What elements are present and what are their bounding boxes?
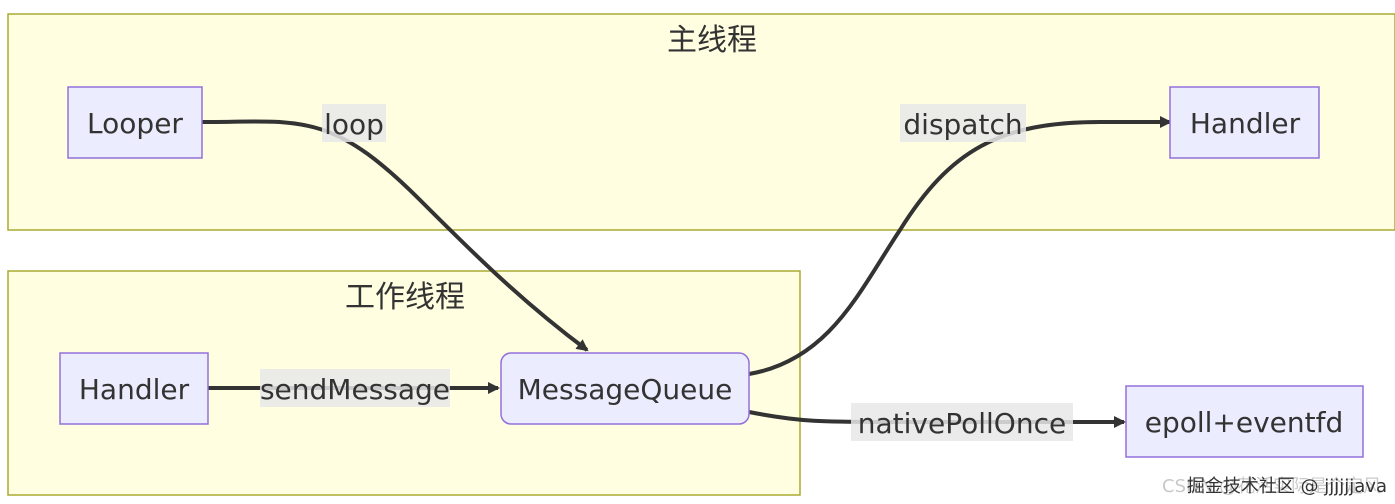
node-epoll-eventfd: epoll+eventfd bbox=[1125, 385, 1364, 458]
node-message-queue-label: MessageQueue bbox=[518, 373, 733, 406]
edge-label-dispatch: dispatch bbox=[900, 104, 1026, 142]
edge-label-loop: loop bbox=[322, 104, 386, 142]
edge-label-send-message: sendMessage bbox=[260, 369, 450, 407]
edge-label-loop-text: loop bbox=[324, 108, 384, 141]
edge-loop bbox=[201, 119, 589, 352]
node-handler-worker: Handler bbox=[59, 352, 209, 425]
group-worker-thread-title: 工作线程 bbox=[345, 280, 465, 315]
watermark: CSDN @花活实际是个定风 掘金技术社区 @ jjjjjjava bbox=[1162, 472, 1387, 498]
edge-label-native-poll-once: nativePollOnce bbox=[851, 403, 1073, 441]
watermark-juejin: 掘金技术社区 @ jjjjjjava bbox=[1186, 476, 1387, 497]
node-looper: Looper bbox=[67, 86, 203, 159]
node-handler-main: Handler bbox=[1169, 86, 1320, 159]
node-message-queue: MessageQueue bbox=[500, 352, 750, 425]
watermark-csdn: CSDN @花活实际是个定风 bbox=[1162, 476, 1382, 497]
node-handler-main-label: Handler bbox=[1190, 107, 1301, 140]
node-handler-worker-label: Handler bbox=[79, 373, 190, 406]
node-looper-label: Looper bbox=[87, 107, 183, 140]
group-main-thread-title: 主线程 bbox=[667, 23, 757, 58]
edge-label-send-message-text: sendMessage bbox=[260, 373, 450, 406]
edge-dispatch bbox=[748, 116, 1172, 376]
edge-label-dispatch-text: dispatch bbox=[903, 108, 1022, 141]
node-epoll-eventfd-label: epoll+eventfd bbox=[1145, 406, 1344, 439]
edge-label-native-poll-once-text: nativePollOnce bbox=[858, 407, 1066, 440]
